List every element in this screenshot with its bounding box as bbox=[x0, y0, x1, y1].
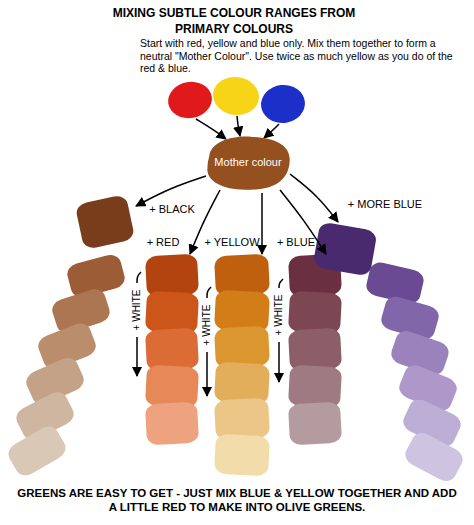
yellow-swatch bbox=[214, 290, 270, 333]
black-range-swatch bbox=[75, 194, 135, 250]
mixing-arrow bbox=[261, 193, 263, 254]
blue-paint bbox=[259, 83, 307, 125]
mixing-arrow bbox=[278, 342, 280, 382]
title: MIXING SUBTLE COLOUR RANGES FROM PRIMARY… bbox=[108, 6, 360, 37]
yellow-swatch bbox=[214, 434, 270, 477]
yellow-paint bbox=[211, 74, 262, 118]
mixing-arrow bbox=[264, 124, 279, 138]
blue-range-swatch bbox=[402, 429, 467, 485]
red-swatch bbox=[145, 328, 199, 372]
mix-label: + BLACK bbox=[149, 203, 195, 216]
red-swatch bbox=[145, 365, 199, 409]
note-text: GREENS ARE EASY TO GET - JUST MIX BLUE &… bbox=[14, 487, 460, 515]
blue-swatch bbox=[288, 328, 342, 372]
mix-label: + MORE BLUE bbox=[348, 198, 422, 211]
node-label: Mother colour bbox=[202, 156, 293, 170]
mixing-arrow bbox=[196, 119, 226, 139]
yellow-swatch bbox=[214, 326, 270, 369]
mixing-arrow bbox=[206, 352, 208, 396]
red-paint bbox=[165, 78, 215, 121]
mixing-arrow bbox=[290, 174, 338, 222]
mix-label: + RED bbox=[147, 236, 180, 249]
yellow-swatch bbox=[214, 398, 270, 441]
yellow-swatch bbox=[214, 362, 270, 405]
blue-swatch bbox=[288, 402, 342, 446]
mix-label-vertical: + WHITE bbox=[201, 305, 213, 346]
mix-label: + YELLOW bbox=[204, 236, 259, 249]
mix-label-vertical: + WHITE bbox=[131, 290, 143, 331]
yellow-swatch bbox=[214, 254, 270, 297]
arrow-tail bbox=[279, 279, 283, 288]
arrow-tail bbox=[207, 287, 211, 298]
mixing-arrow bbox=[136, 176, 206, 206]
red-swatch bbox=[145, 402, 199, 446]
arrow-tail bbox=[137, 272, 141, 283]
note-text: Start with red, yellow and blue only. Mi… bbox=[140, 37, 458, 75]
mix-label-vertical: + WHITE bbox=[273, 295, 285, 336]
black-range-swatch bbox=[5, 423, 70, 480]
mixing-arrow bbox=[136, 337, 138, 376]
red-swatch bbox=[145, 291, 199, 335]
blue-swatch bbox=[288, 365, 342, 409]
mother-colour-blob: Mother colour bbox=[202, 134, 293, 192]
red-swatch bbox=[145, 254, 199, 298]
mix-label: + BLUE bbox=[277, 236, 315, 249]
mixing-arrow bbox=[237, 116, 240, 136]
blue-swatch bbox=[288, 291, 342, 335]
